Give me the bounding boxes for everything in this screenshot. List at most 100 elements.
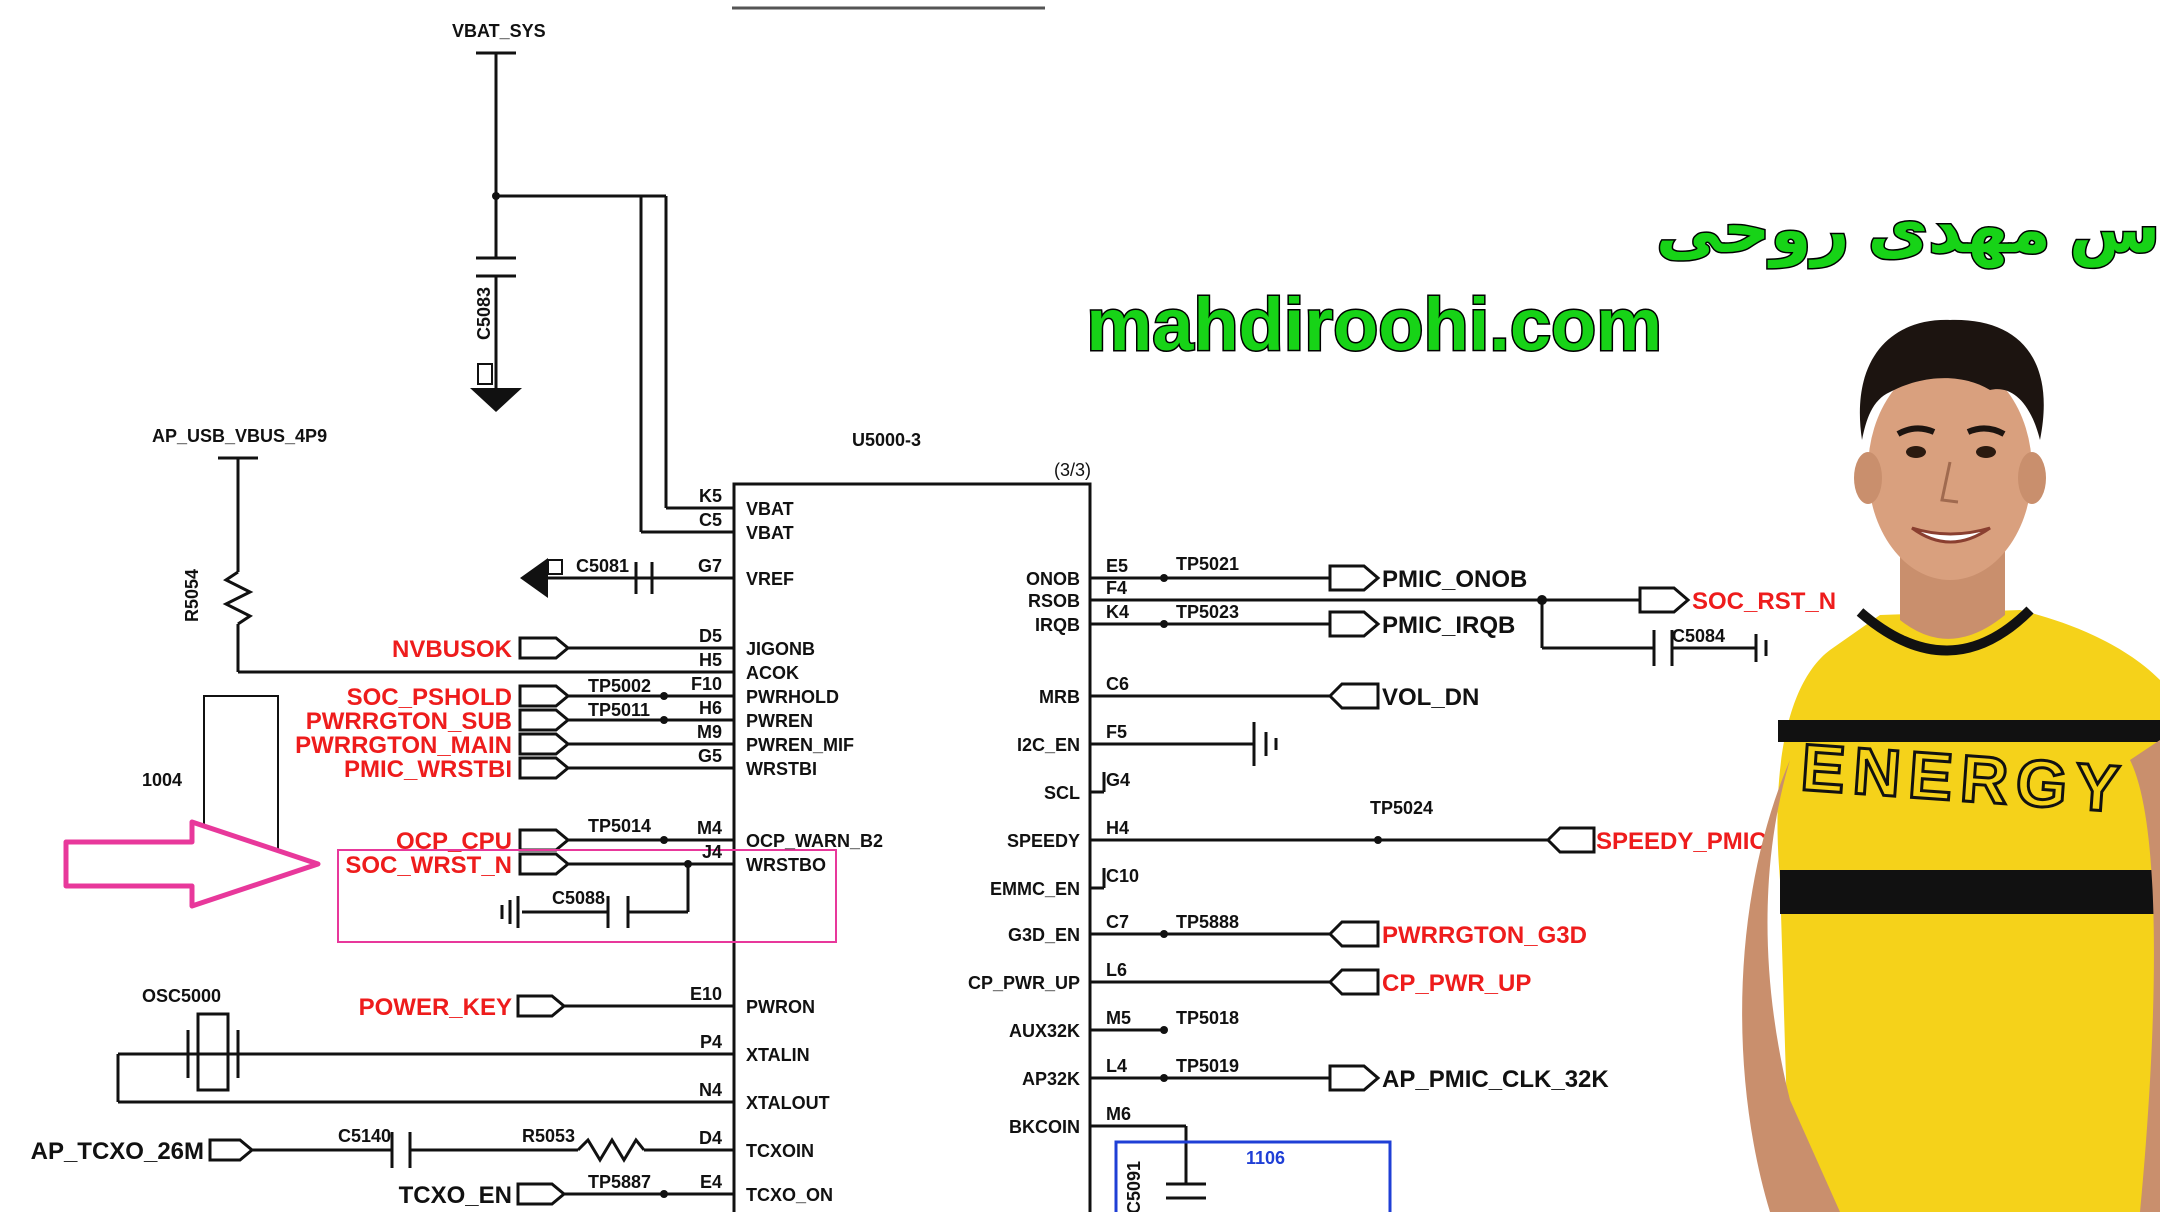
chip-page: (3/3) (1054, 460, 1091, 480)
net-nvbusok: NVBUSOK (392, 636, 513, 663)
c5088-label: C5088 (552, 888, 605, 908)
pin-name-tcxoin: TCXOIN (746, 1141, 814, 1161)
pin-ball-k4: K4 (1106, 602, 1129, 622)
pin-name-acok: ACOK (746, 663, 799, 683)
pin-name-emmc_en: EMMC_EN (990, 879, 1080, 899)
pin-ball-e4: E4 (700, 1172, 722, 1192)
net-power-key: POWER_KEY (359, 994, 512, 1021)
pin-name-aux32k: AUX32K (1009, 1021, 1080, 1041)
pin-name-rsob: RSOB (1028, 591, 1080, 611)
c5140-label: C5140 (338, 1126, 391, 1146)
r5054-label: R5054 (182, 569, 202, 622)
pin-name-xtalin: XTALIN (746, 1045, 810, 1065)
pin-name-g3d_en: G3D_EN (1008, 925, 1080, 945)
pin-ball-c6: C6 (1106, 674, 1129, 694)
net-speedy-pmic: SPEEDY_PMIC (1596, 828, 1767, 855)
pin-name-ap32k: AP32K (1022, 1069, 1080, 1089)
net-cp-pwr-up: CP_PWR_UP (1382, 970, 1531, 997)
pin-ball-f5: F5 (1106, 722, 1127, 742)
pin-ball-m9: M9 (697, 722, 722, 742)
pin-ball-g5: G5 (698, 746, 722, 766)
pin-name-mrb: MRB (1039, 687, 1080, 707)
pin-ball-f4: F4 (1106, 578, 1127, 598)
pin-name-wrstbo: WRSTBO (746, 855, 826, 875)
net-pwrrgton-main: PWRRGTON_MAIN (295, 732, 512, 759)
tp5023-label: TP5023 (1176, 602, 1239, 622)
presenter-photo: ENERGY (1742, 319, 2160, 1212)
tp5021-label: TP5021 (1176, 554, 1239, 574)
pin-name-pwren_mif: PWREN_MIF (746, 735, 854, 755)
pin-ball-h5: H5 (699, 650, 722, 670)
tp5011-label: TP5011 (588, 700, 650, 720)
pin-name-onob: ONOB (1026, 569, 1080, 589)
tp5018-label: TP5018 (1176, 1008, 1239, 1028)
pin-name-vbat: VBAT (746, 523, 794, 543)
c5091-label: C5091 (1124, 1161, 1144, 1212)
highlight-box (337, 849, 837, 943)
watermark-site: mahdiroohi.com (1086, 283, 1662, 366)
pin-name-wrstbi: WRSTBI (746, 759, 817, 779)
tp5019-label: TP5019 (1176, 1056, 1239, 1076)
pin-name-pwron: PWRON (746, 997, 815, 1017)
vbat-sys-rail (476, 51, 734, 534)
pin-ball-e10: E10 (690, 984, 722, 1004)
net-vol-dn: VOL_DN (1382, 684, 1479, 711)
pin-ball-g7: G7 (698, 556, 722, 576)
net-soc-pshold: SOC_PSHOLD (347, 684, 512, 711)
pin-name-jigonb: JIGONB (746, 639, 815, 659)
pin-ball-m4: M4 (697, 818, 722, 838)
pin-ball-p4: P4 (700, 1032, 722, 1052)
net-soc-wrst-n: SOC_WRST_N (345, 852, 512, 879)
ap-usb-vbus-label: AP_USB_VBUS_4P9 (152, 426, 327, 446)
box-1106-label: 1106 (1246, 1148, 1285, 1168)
pin-name-pwrhold: PWRHOLD (746, 687, 839, 707)
vbat-sys-label: VBAT_SYS (452, 21, 546, 41)
pin-name-ocp_warn_b2: OCP_WARN_B2 (746, 831, 883, 851)
pin-ball-m5: M5 (1106, 1008, 1131, 1028)
pin-name-vref: VREF (746, 569, 794, 589)
pin-name-pwren: PWREN (746, 711, 813, 731)
net-pwrrgton-g3d: PWRRGTON_G3D (1382, 922, 1587, 949)
c5084-label: C5084 (1672, 626, 1725, 646)
osc5000-label: OSC5000 (142, 986, 221, 1006)
c5083-label: C5083 (474, 287, 494, 340)
pin-name-speedy: SPEEDY (1007, 831, 1080, 851)
pin-ball-k5: K5 (699, 486, 722, 506)
pmic-chip-body (732, 482, 1092, 1212)
pin-ball-e5: E5 (1106, 556, 1128, 576)
pin-ball-c7: C7 (1106, 912, 1129, 932)
net-tcxo-en: TCXO_EN (399, 1182, 512, 1209)
pin-name-vbat: VBAT (746, 499, 794, 519)
pin-ball-c10: C10 (1106, 866, 1139, 886)
chip-name: U5000-3 (852, 430, 921, 450)
r5053-label: R5053 (522, 1126, 575, 1146)
net-pmic-wrstbi: PMIC_WRSTBI (344, 756, 512, 783)
pin-ball-h4: H4 (1106, 818, 1129, 838)
box-1106 (1114, 1140, 1392, 1212)
pin-ball-c5: C5 (699, 510, 722, 530)
pin-name-tcxo_on: TCXO_ON (746, 1185, 833, 1205)
highlight-arrow (63, 819, 321, 909)
pin-ball-h6: H6 (699, 698, 722, 718)
tp5888-label: TP5888 (1176, 912, 1239, 932)
pin-ball-d5: D5 (699, 626, 722, 646)
pin-name-scl: SCL (1044, 783, 1080, 803)
pin-name-xtalout: XTALOUT (746, 1093, 830, 1113)
pin-ball-g4: G4 (1106, 770, 1130, 790)
pin-name-cp_pwr_up: CP_PWR_UP (968, 973, 1080, 993)
pin-name-irqb: IRQB (1035, 615, 1080, 635)
net-ocp-cpu: OCP_CPU (396, 828, 512, 855)
pin-name-i2c_en: I2C_EN (1017, 735, 1080, 755)
tp5024-label: TP5024 (1370, 798, 1433, 818)
net-soc-rst-n: SOC_RST_N (1692, 588, 1836, 615)
tp5002-label: TP5002 (588, 676, 651, 696)
pin-ball-d4: D4 (699, 1128, 722, 1148)
pin-ball-n4: N4 (699, 1080, 722, 1100)
net-pwrrgton-sub: PWRRGTON_SUB (306, 708, 512, 735)
net-pmic-irqb: PMIC_IRQB (1382, 612, 1515, 639)
pin-name-bkcoin: BKCOIN (1009, 1117, 1080, 1137)
tp5014-label: TP5014 (588, 816, 651, 836)
watermark-persian: مهندس مهدی روحی (1656, 192, 2160, 269)
box-1004-label: 1004 (142, 770, 182, 790)
